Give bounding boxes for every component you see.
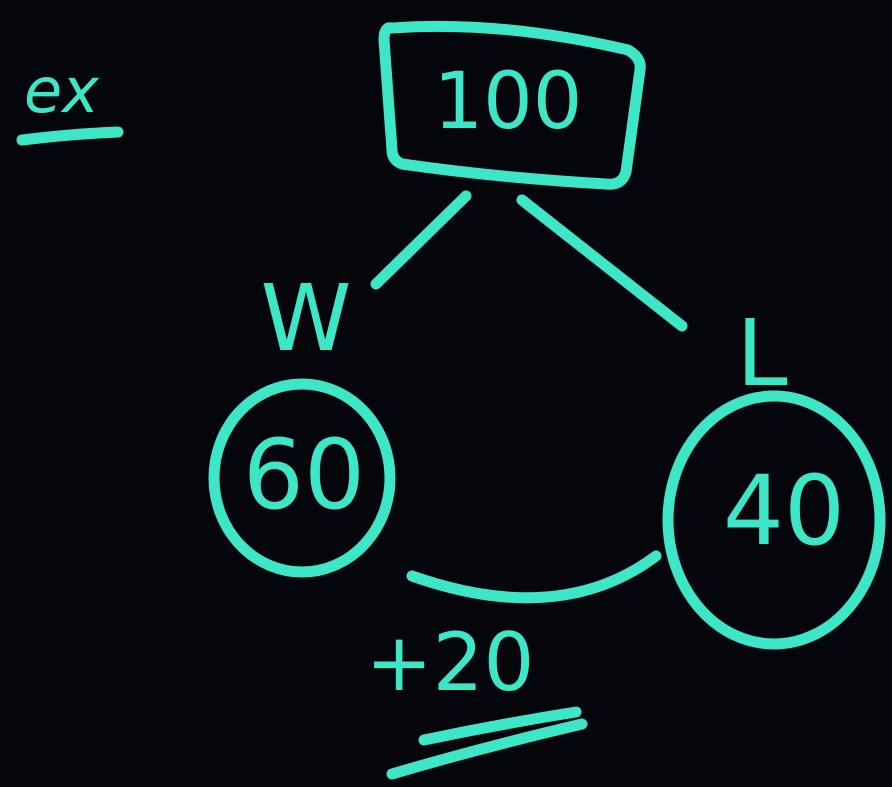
example-underline [16, 126, 124, 146]
result-underline-2 [386, 718, 588, 780]
branch-label-l: L [736, 300, 787, 407]
node-value-l: 40 [723, 455, 845, 567]
node-value-w: 60 [243, 419, 365, 531]
difference-arc [406, 550, 662, 604]
root-value: 100 [434, 57, 583, 147]
node-circle-w [208, 378, 396, 578]
branch-line-right [516, 194, 688, 332]
example-label: ex [24, 54, 100, 127]
root-box [378, 20, 646, 190]
node-circle-l [662, 390, 886, 650]
result-value: +20 [366, 616, 535, 709]
branch-label-w: W [261, 265, 352, 372]
result-underline-1 [418, 706, 582, 746]
branch-line-left [370, 190, 472, 290]
